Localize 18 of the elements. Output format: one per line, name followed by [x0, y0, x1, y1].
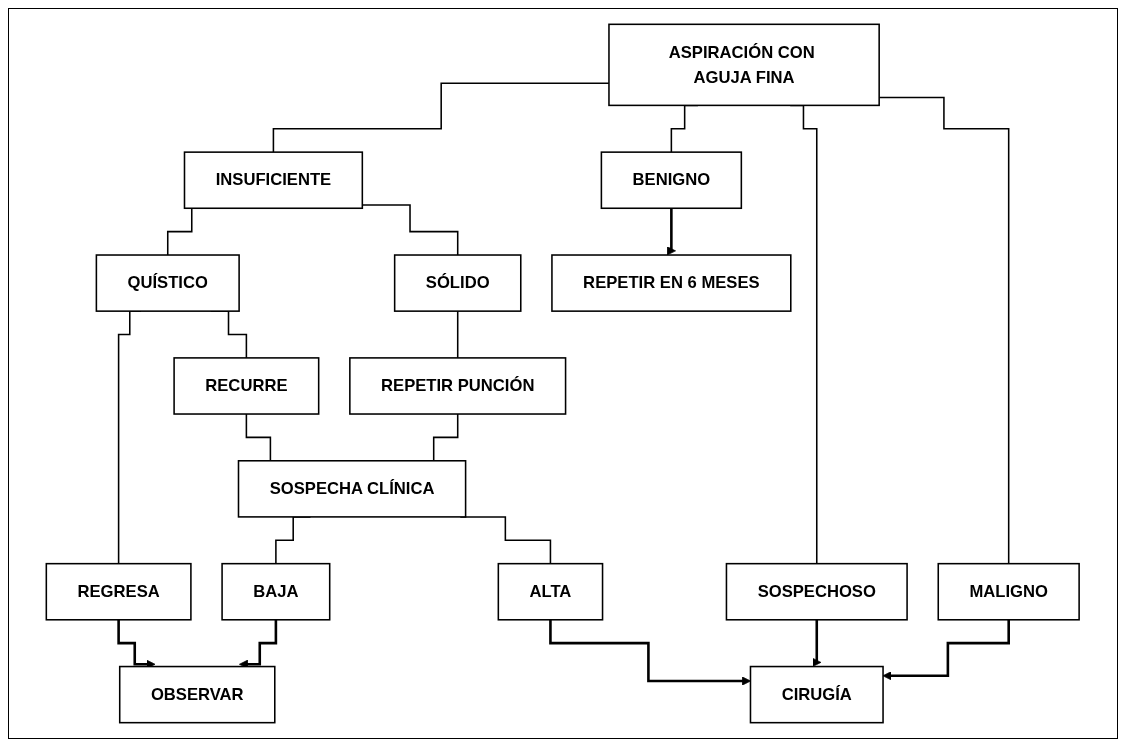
arrow [812, 618, 822, 667]
node-box: ASPIRACIÓN CON AGUJA FINA [608, 23, 881, 107]
node-box: SÓLIDO [394, 254, 522, 312]
node-box: REPETIR PUNCIÓN [349, 357, 567, 415]
node-box: CIRUGÍA [750, 665, 885, 724]
node-box: BAJA [221, 562, 331, 621]
node-box: REGRESA [45, 562, 192, 621]
node-box: QUÍSTICO [95, 254, 241, 312]
node-box: SOSPECHOSO [725, 562, 909, 621]
node-box: INSUFICIENTE [184, 151, 364, 210]
node-box: RECURRE [173, 357, 320, 415]
node-box: BENIGNO [600, 151, 743, 210]
connector [457, 310, 459, 359]
node-box: MALIGNO [937, 562, 1081, 621]
node-box: SOSPECHA CLÍNICA [238, 460, 467, 518]
node-box: REPETIR EN 6 MESES [551, 254, 792, 312]
node-box: ALTA [497, 562, 604, 621]
node-box: OBSERVAR [119, 665, 276, 724]
